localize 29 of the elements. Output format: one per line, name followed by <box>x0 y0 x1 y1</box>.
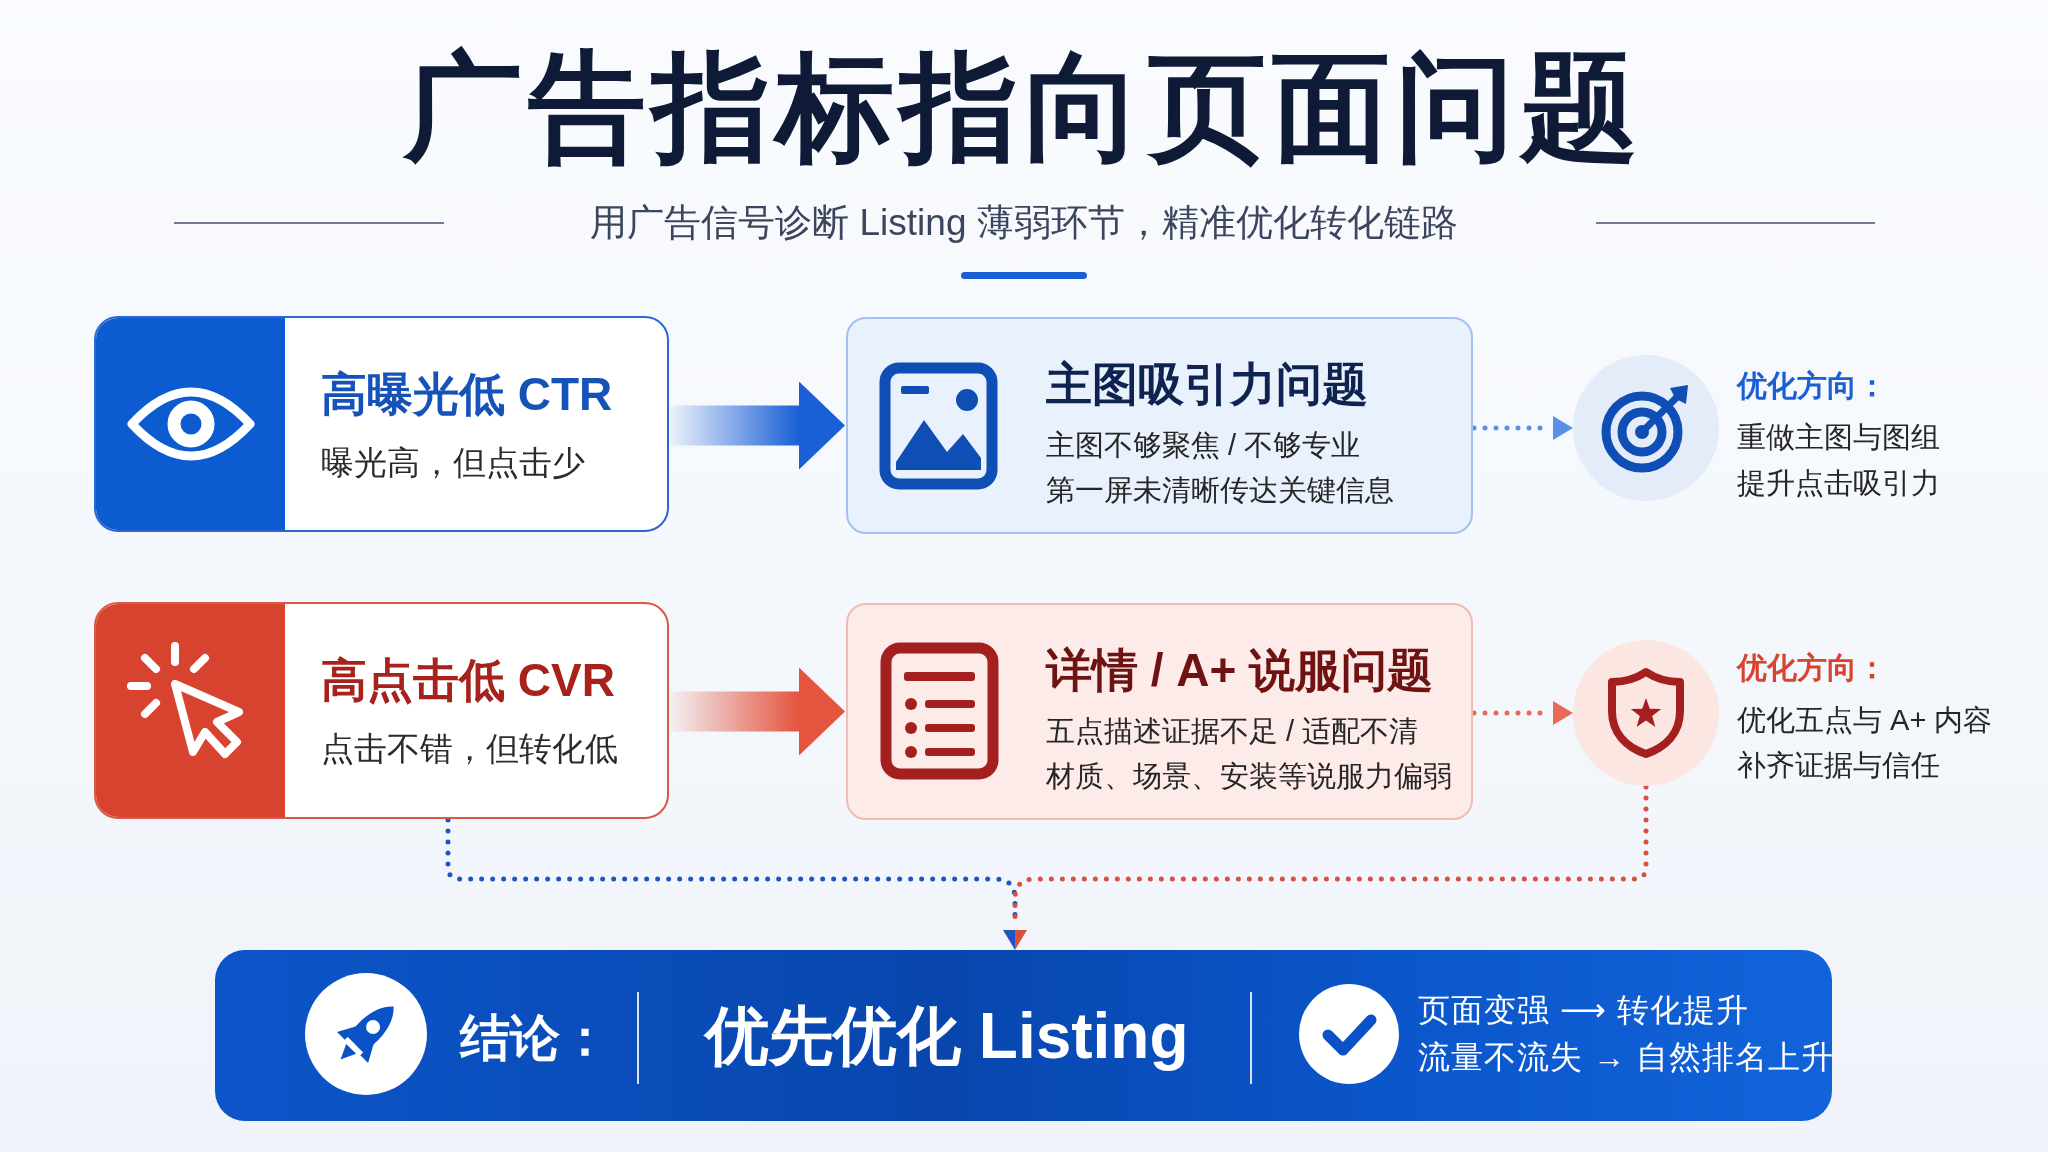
arrow <box>670 381 845 470</box>
box-text: 第一屏未清晰传达关键信息 <box>1046 473 1394 508</box>
direction-text: 重做主图与图组 <box>1737 420 1940 455</box>
box-title: 主图吸引力问题 <box>1046 357 1368 412</box>
conclusion-text: 优先优化 Listing <box>705 999 1189 1074</box>
problem-box <box>846 317 1473 534</box>
conclusion-banner <box>215 950 1832 1121</box>
result-text: 页面变强 ⟶ 转化提升 <box>1418 991 1749 1030</box>
box-text: 材质、场景、安装等说服力偏弱 <box>1046 759 1452 794</box>
problem-box <box>846 603 1473 820</box>
box-text: 主图不够聚焦 / 不够专业 <box>1046 428 1361 463</box>
result-text: 流量不流失 → 自然排名上升 <box>1418 1038 1834 1077</box>
card-text: 点击不错，但转化低 <box>321 729 618 769</box>
subtitle: 用广告信号诊断 Listing 薄弱环节，精准优化转化链路 <box>590 201 1458 245</box>
direction-heading: 优化方向： <box>1737 368 1887 404</box>
direction-text: 提升点击吸引力 <box>1737 466 1940 501</box>
direction-heading: 优化方向： <box>1737 650 1887 686</box>
title: 广告指标指向页面问题 <box>404 40 1644 175</box>
metric-card <box>94 316 669 532</box>
direction-text: 优化五点与 A+ 内容 <box>1737 703 1993 738</box>
box-title: 详情 / A+ 说服问题 <box>1046 643 1434 698</box>
metric-card <box>94 602 669 819</box>
card-text: 曝光高，但点击少 <box>321 443 585 483</box>
arrow <box>670 667 845 756</box>
card-title: 高点击低 CVR <box>321 653 615 708</box>
card-title: 高曝光低 CTR <box>321 367 613 422</box>
conclusion-label: 结论： <box>460 1009 610 1068</box>
direction-text: 补齐证据与信任 <box>1737 748 1940 783</box>
box-text: 五点描述证据不足 / 适配不清 <box>1046 714 1419 749</box>
